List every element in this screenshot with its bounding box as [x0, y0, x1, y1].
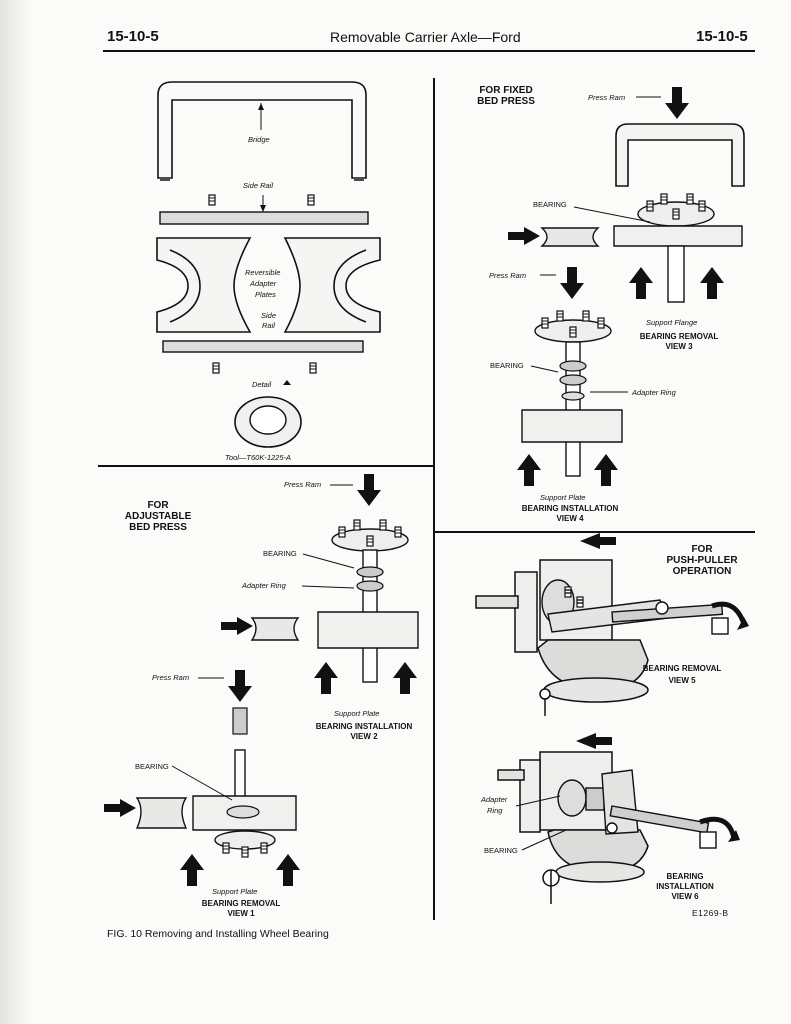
fixed-press-heading-1: FOR FIXED	[479, 85, 533, 96]
page-title: Removable Carrier Axle—Ford	[330, 29, 521, 45]
side-rail-bottom-label-2: Rail	[262, 321, 275, 330]
view6-adapter-ring-label-2: Ring	[487, 806, 503, 815]
view6-caption-3: VIEW 6	[671, 892, 699, 901]
adjustable-press-heading-1: FOR	[147, 500, 169, 511]
view1-caption-2: VIEW 1	[227, 909, 255, 918]
push-puller-heading-1: FOR	[691, 544, 713, 555]
view2-adapter-ring-label: Adapter Ring	[242, 581, 286, 590]
view1-press-ram-label: Press Ram	[152, 673, 190, 682]
view5-caption-2: VIEW 5	[668, 676, 696, 685]
view6-caption-1: BEARING	[666, 872, 704, 881]
view3-caption-1: BEARING REMOVAL	[639, 332, 719, 341]
view3-press-ram-label: Press Ram	[588, 93, 626, 102]
view2-support-plate-label: Support Plate	[334, 709, 380, 718]
view4-press-ram-label: Press Ram	[489, 271, 527, 280]
panel-divider-left	[98, 465, 434, 467]
view5-puller	[541, 579, 729, 635]
fixed-press-heading-2: BED PRESS	[477, 96, 535, 107]
view3-bridge	[615, 123, 745, 187]
view1-bearing-label: BEARING	[135, 762, 169, 771]
view4-adapter-ring-label: Adapter Ring	[632, 388, 676, 397]
page-number-right: 15-10-5	[696, 28, 748, 45]
side-rail-top-label: Side Rail	[243, 181, 274, 190]
view2-bearing-label: BEARING	[263, 549, 297, 558]
page-binding-edge	[0, 0, 34, 1024]
push-puller-heading-3: OPERATION	[672, 566, 732, 577]
header-rule	[103, 50, 755, 52]
panel-divider-right	[434, 531, 755, 533]
view6-puller	[557, 769, 717, 849]
view3-caption-2: VIEW 3	[665, 342, 693, 351]
view6-caption-2: INSTALLATION	[656, 882, 714, 891]
figure-caption: FIG. 10 Removing and Installing Wheel Be…	[107, 928, 329, 940]
adjustable-press-heading-3: BED PRESS	[129, 522, 187, 533]
adapter-plates-label-2: Adapter	[250, 279, 277, 288]
side-rail-bottom	[162, 340, 364, 353]
detail-label: Detail	[252, 380, 272, 389]
view6-bearing-label: BEARING	[484, 846, 518, 855]
adapter-plates	[156, 237, 381, 333]
bridge-label: Bridge	[248, 135, 270, 144]
panel-divider-vertical	[433, 78, 435, 920]
view5-vise	[475, 559, 649, 716]
side-rail-bottom-label-1: Side	[261, 311, 277, 320]
tool-number-label: Tool—T60K-1225-A	[225, 453, 292, 462]
view5-caption-1: BEARING REMOVAL	[642, 664, 722, 673]
view3-support-flange-label: Support Flange	[646, 318, 698, 327]
view1-support-plate-label: Support Plate	[212, 887, 258, 896]
view4-bearing-label: BEARING	[490, 361, 524, 370]
side-rail-top	[159, 211, 369, 225]
view1-caption-1: BEARING REMOVAL	[201, 899, 281, 908]
view4-caption-1: BEARING INSTALLATION	[521, 504, 619, 513]
view6-adapter-ring-label-1: Adapter	[481, 795, 508, 804]
view3-bearing-label: BEARING	[533, 200, 567, 209]
figure-code: E1269-B	[692, 908, 729, 918]
adjustable-press-heading-2: ADJUSTABLE	[124, 511, 192, 522]
view4-caption-2: VIEW 4	[556, 514, 584, 523]
adapter-plates-label-1: Reversible	[245, 268, 281, 277]
bridge-tool-drawing	[157, 81, 367, 181]
view4-support-plate-label: Support Plate	[540, 493, 586, 502]
page-number-left: 15-10-5	[107, 28, 159, 45]
view2-caption-1: BEARING INSTALLATION	[315, 722, 413, 731]
push-puller-heading-2: PUSH-PULLER	[666, 555, 738, 566]
view2-caption-2: VIEW 2	[350, 732, 378, 741]
view2-press-ram-label: Press Ram	[284, 480, 322, 489]
adapter-plates-label-3: Plates	[255, 290, 276, 299]
